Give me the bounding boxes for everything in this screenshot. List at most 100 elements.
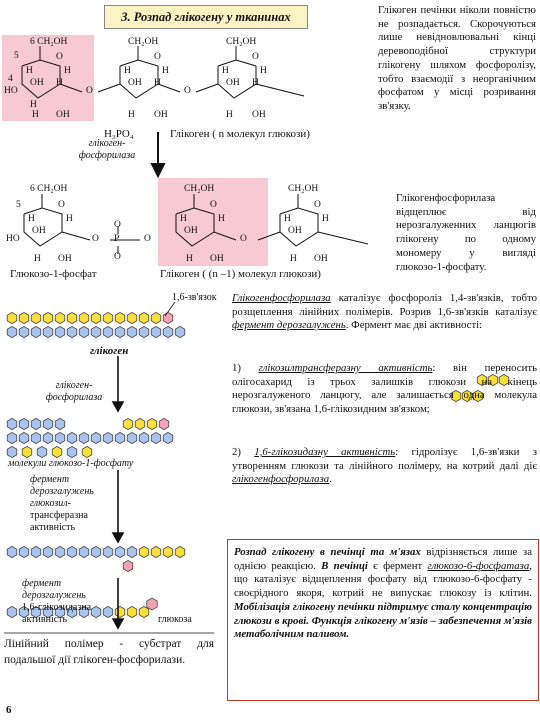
highlight-box-top [2, 35, 94, 121]
oh-label: OH [226, 78, 240, 88]
debranching-glucosidase-label: фермент дерозгалужень 1,6-глікозидазна а… [22, 578, 92, 625]
h-label: H [26, 66, 33, 76]
glucose-unit [30, 325, 42, 339]
ho-label: HO [4, 86, 18, 96]
glucose-unit [138, 605, 150, 619]
glucose-unit [54, 417, 66, 431]
h-label: H [30, 100, 37, 110]
h-label: H [66, 214, 73, 224]
glucose-unit [150, 431, 162, 445]
glucose-unit [42, 311, 54, 325]
ch2oh-label: CH₂OH [184, 184, 215, 194]
glucose-unit [162, 325, 174, 339]
main-paragraph-2: 1) глікозилтрансферазну активність: він … [232, 362, 537, 416]
glucose-unit [487, 373, 499, 387]
glucose-unit [162, 311, 174, 325]
glucose-unit [6, 417, 18, 431]
glycogen-n-label: Глікоген ( n молекул глюкози) [170, 128, 310, 140]
right-top-paragraph: Глікоген печінки ніколи повністю не розп… [378, 4, 536, 112]
glucose-unit [66, 605, 78, 619]
glucose-unit [66, 545, 78, 559]
glucose-unit [30, 311, 42, 325]
h-label: H [218, 214, 225, 224]
glucose-unit [126, 431, 138, 445]
enzyme-glycogen-phosphorylase: глікоген- фосфорилаза [78, 138, 136, 161]
glucose-unit [42, 431, 54, 445]
glucose-unit [42, 417, 54, 431]
glucose-unit [6, 545, 18, 559]
page-number: 6 [6, 704, 12, 716]
num-label: 5 [16, 200, 21, 210]
oh-label: OH [210, 254, 224, 264]
h-label: H [128, 110, 135, 120]
glucose-unit [30, 431, 42, 445]
glucose-unit [18, 417, 30, 431]
glucose-unit [51, 445, 63, 459]
glucose-unit [174, 545, 186, 559]
glucose-unit [54, 325, 66, 339]
glucose-unit [472, 389, 484, 403]
glucose-unit [126, 605, 138, 619]
glucose-unit [90, 325, 102, 339]
glucose-unit [102, 605, 114, 619]
glucose-unit [30, 545, 42, 559]
o-label: O [114, 252, 121, 262]
glycogen-label: глікоген [90, 345, 129, 357]
glucose-unit [122, 417, 134, 431]
glycogen-n-1-label: Глікоген ( (n –1) молекул глюкози) [160, 268, 321, 280]
glucose-unit [78, 431, 90, 445]
oh-label: OH [58, 254, 72, 264]
glucose-unit [21, 445, 33, 459]
glucose-unit [90, 431, 102, 445]
h-label: H [260, 66, 267, 76]
o-label: O [56, 52, 63, 62]
glucose-unit [150, 325, 162, 339]
glucose-unit [102, 325, 114, 339]
h-label: H [32, 110, 39, 120]
oh-label: OH [30, 78, 44, 88]
glucose-unit [6, 445, 18, 459]
o-label: O [154, 52, 161, 62]
glucose-unit [18, 311, 30, 325]
right-mid-paragraph: Глікогенфосфорилаза відщеплює від нерозг… [396, 192, 536, 273]
glucose-unit [54, 311, 66, 325]
glucose-unit [90, 311, 102, 325]
h-label: H [186, 254, 193, 264]
glucose-unit [138, 325, 150, 339]
o-label: O [314, 200, 321, 210]
glucose-unit [498, 373, 510, 387]
glucose-unit [126, 311, 138, 325]
ho-label: HO [6, 234, 20, 244]
reagent-label: H₃PO₄ [104, 128, 134, 140]
glucose-unit [66, 325, 78, 339]
glucose-unit [114, 545, 126, 559]
p-label: P [114, 234, 120, 244]
glucose-unit [158, 417, 170, 431]
glucose-unit [476, 373, 488, 387]
oh-label: OH [128, 78, 142, 88]
bottom-left-paragraph: Лінійний полімер - субстрат для подальшо… [4, 638, 214, 666]
glucose-unit [42, 545, 54, 559]
glucose-unit [174, 325, 186, 339]
h-label: H [222, 66, 229, 76]
h-label: H [284, 214, 291, 224]
glucose-unit [66, 431, 78, 445]
glucose-unit [102, 431, 114, 445]
glucose-unit [6, 605, 18, 619]
glucose-unit [54, 431, 66, 445]
glucose-unit [126, 545, 138, 559]
oh-label: OH [154, 110, 168, 120]
h-label: H [34, 254, 41, 264]
glucose-unit [18, 605, 30, 619]
glucose-unit [150, 311, 162, 325]
glucose-unit [138, 545, 150, 559]
liver-muscle-text: Розпад глікогену в печінці та м'язах від… [234, 546, 532, 641]
glucose-unit [66, 311, 78, 325]
glucose-unit [30, 605, 42, 619]
chain-diagrams [6, 311, 510, 619]
glucose-unit [114, 325, 126, 339]
glucose-unit [6, 325, 18, 339]
main-paragraph-1: Глікогенфосфорилаза каталізує фосфороліз… [232, 292, 537, 332]
h-label: H [252, 78, 259, 88]
oh-label: OH [252, 110, 266, 120]
